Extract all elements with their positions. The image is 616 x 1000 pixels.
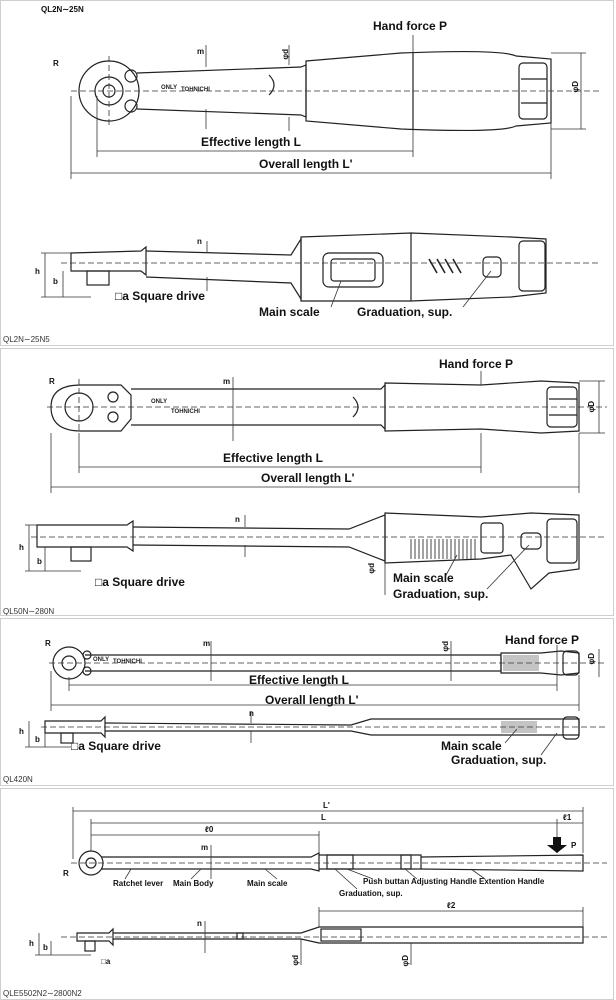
dim-h: h (19, 727, 24, 736)
overall-length-label: Overall length L' (259, 157, 353, 171)
main-scale-label: Main scale (247, 879, 288, 888)
logo-only: ONLY (151, 399, 168, 405)
extension-handle-label: Extention Handle (479, 877, 545, 886)
dim-phi-D: φD (401, 955, 410, 967)
dim-phi-D: φD (571, 81, 580, 93)
dim-l0: ℓ0 (205, 825, 214, 834)
dim-l-prime: L' (323, 801, 330, 810)
adjusting-handle-label: Adjusting Handle (411, 877, 477, 886)
overall-length-label: Overall length L' (261, 471, 355, 485)
dim-n: n (249, 709, 254, 718)
dim-b: b (43, 943, 48, 952)
drawing-qle5502n2-2800n2 (35, 807, 607, 965)
panel-qle5502n2-2800n2: L' L ℓ0 ℓ1 P m R Ratchet lever Main Body… (0, 788, 614, 1000)
dim-h: h (35, 267, 40, 276)
dim-m: m (201, 843, 209, 852)
dim-phi-d: φd (367, 563, 376, 574)
hand-force-label: Hand force P (439, 357, 514, 371)
dim-a: □a (101, 957, 111, 966)
dim-phi-d: φd (441, 641, 450, 652)
hand-force-label: Hand force P (505, 633, 580, 647)
square-drive-label: □a Square drive (71, 739, 161, 753)
effective-length-label: Effective length L (201, 135, 302, 149)
logo-only: ONLY (161, 85, 178, 91)
dim-phi-D: φD (587, 653, 596, 665)
dim-r: R (49, 377, 55, 386)
hand-force-label: Hand force P (373, 19, 448, 33)
dim-phi-d: φd (291, 955, 300, 966)
dim-h: h (19, 543, 24, 552)
dim-p: P (571, 841, 577, 850)
logo-brand: TOHNICHI (181, 87, 210, 93)
panel-4-caption: QLE5502N2∼2800N2 (3, 989, 82, 998)
drawing-ql420n (25, 641, 607, 756)
dim-n: n (235, 515, 240, 524)
graduation-label: Graduation, sup. (451, 753, 547, 767)
effective-length-label: Effective length L (223, 451, 324, 465)
logo-only: ONLY (93, 657, 110, 663)
dim-b: b (37, 557, 42, 566)
square-drive-label: □a Square drive (115, 289, 205, 303)
main-scale-label: Main scale (441, 739, 502, 753)
overall-length-label: Overall length L' (265, 693, 359, 707)
dim-r: R (63, 869, 69, 878)
panel-1-caption: QL2N∼25N5 (3, 335, 50, 344)
dim-phi-d: φd (281, 49, 290, 60)
dim-r: R (45, 639, 51, 648)
graduation-label: Graduation, sup. (357, 305, 453, 319)
main-scale-label: Main scale (259, 305, 320, 319)
dim-b: b (53, 277, 58, 286)
drawing-ql50n-280n (25, 371, 607, 595)
dim-r: R (53, 59, 59, 68)
dim-l2: ℓ2 (447, 901, 456, 910)
panel-ql2n-25n: QL2N∼25N Hand force P Effective length L… (0, 0, 614, 346)
ratchet-lever-label: Ratchet lever (113, 879, 164, 888)
dim-m: m (203, 639, 211, 648)
dim-b: b (35, 735, 40, 744)
panel-2-caption: QL50N∼280N (3, 607, 55, 616)
dim-m: m (223, 377, 231, 386)
dim-n: n (197, 919, 202, 928)
dim-m: m (197, 47, 205, 56)
main-body-label: Main Body (173, 879, 214, 888)
square-drive-label: □a Square drive (95, 575, 185, 589)
graduation-label: Graduation, sup. (339, 889, 403, 898)
panel-ql420n: Hand force P Effective length L Overall … (0, 618, 614, 786)
effective-length-label: Effective length L (249, 673, 350, 687)
dim-phi-D: φD (587, 401, 596, 413)
panel-1-title: QL2N∼25N (41, 5, 84, 14)
dim-l: L (321, 813, 326, 822)
dim-l1: ℓ1 (563, 813, 572, 822)
main-scale-label: Main scale (393, 571, 454, 585)
dim-h: h (29, 939, 34, 948)
graduation-label: Graduation, sup. (393, 587, 489, 601)
dim-n: n (197, 237, 202, 246)
logo-brand: TOHNICHI (113, 659, 142, 665)
drawing-ql2n-25n (41, 35, 601, 308)
logo-brand: TOHNICHI (171, 409, 200, 415)
panel-ql50n-280n: Hand force P Effective length L Overall … (0, 348, 614, 616)
panel-3-caption: QL420N (3, 775, 33, 784)
push-button-label: Push buttan (363, 877, 410, 886)
